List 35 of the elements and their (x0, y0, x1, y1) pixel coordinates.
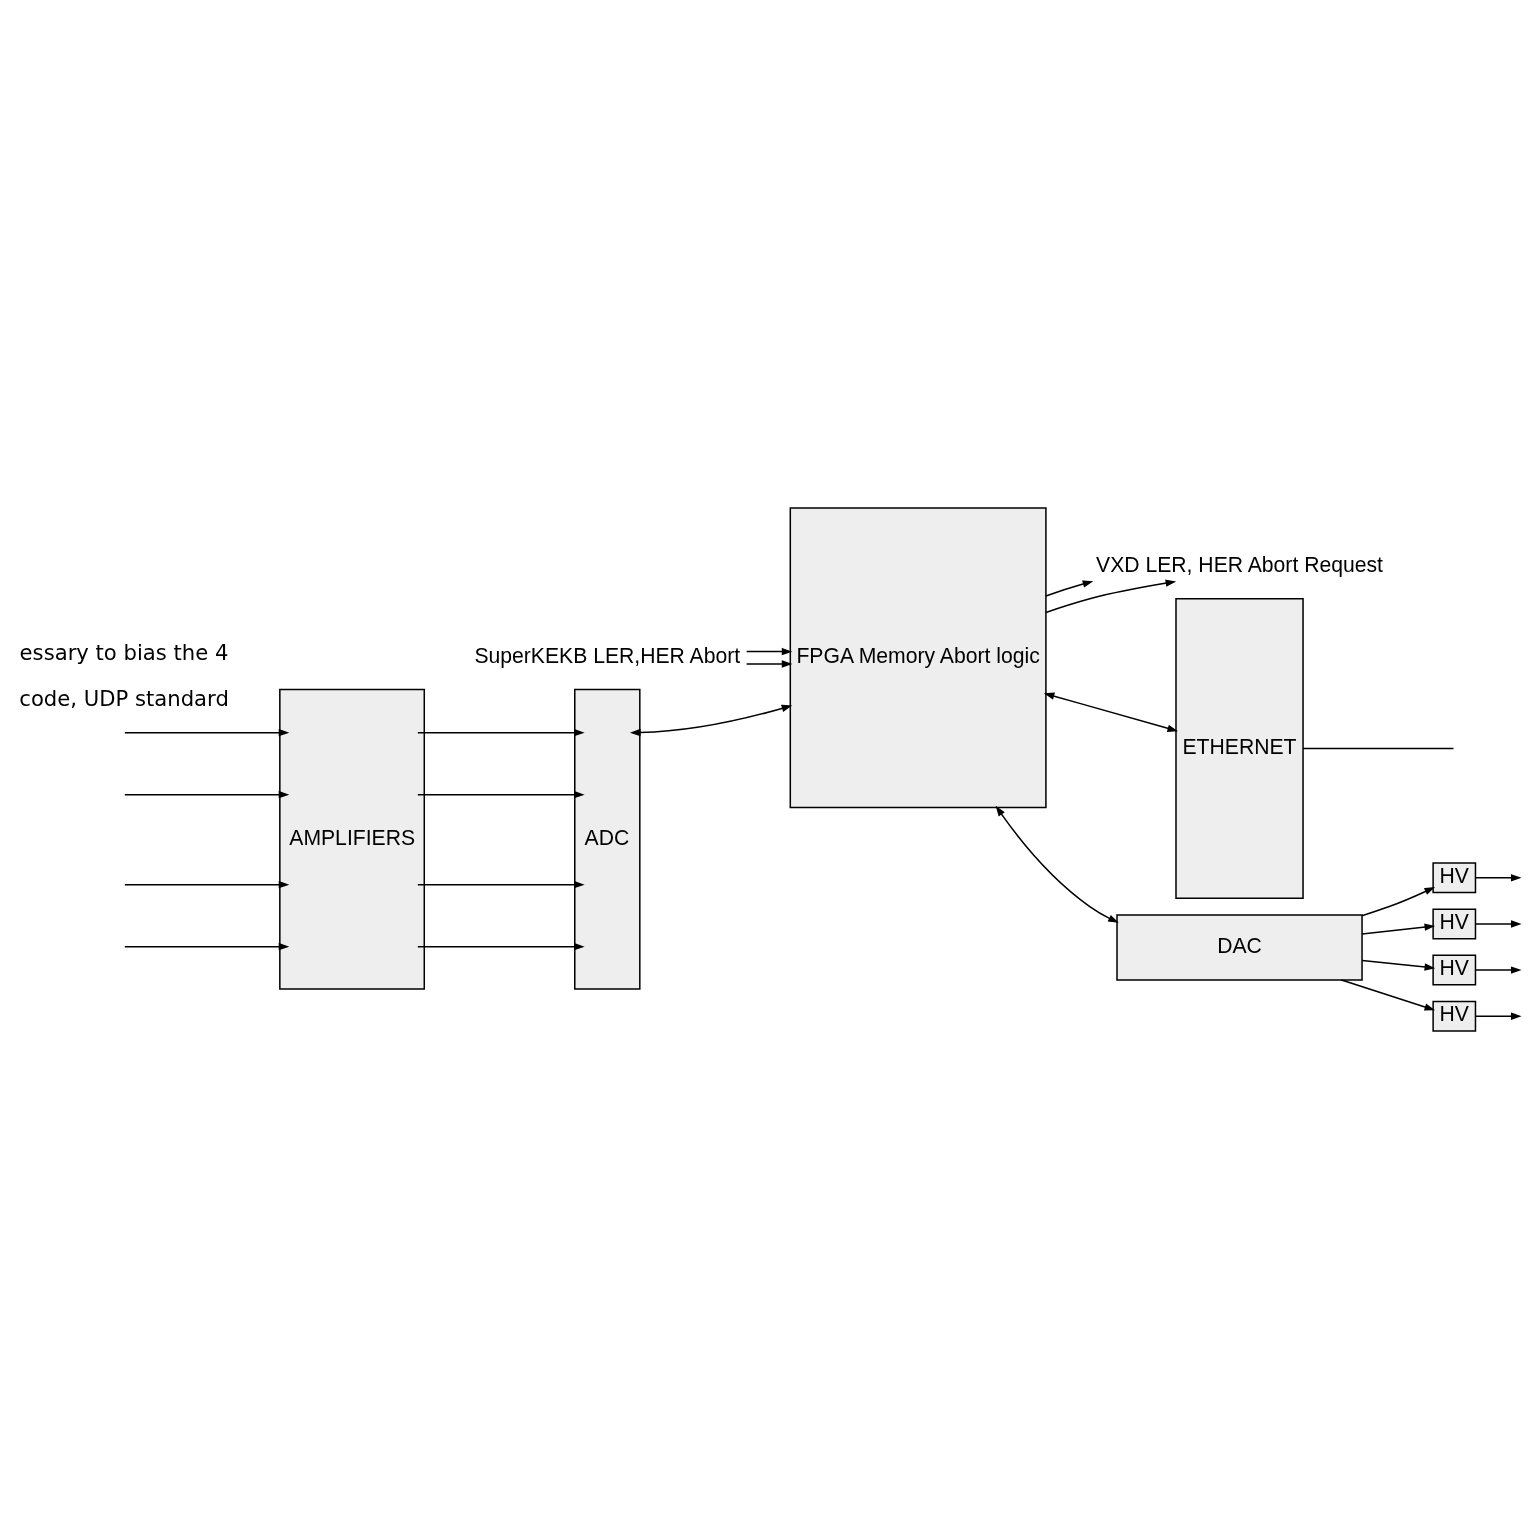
arrow (1045, 580, 1094, 597)
arrow (995, 805, 1119, 923)
node-text: SuperKEKB LER,HER Abort (474, 643, 741, 667)
arrow (1361, 959, 1436, 971)
arrow (124, 790, 290, 799)
node-box: ETHERNET (1175, 598, 1304, 899)
arrow (1340, 979, 1436, 1011)
node-box: DAC (1116, 914, 1363, 981)
arrow (745, 647, 793, 656)
arrow (417, 880, 585, 889)
node-text: VXD LER, HER Abort Request (1096, 553, 1383, 577)
arrow (417, 942, 585, 951)
arrow (1475, 920, 1522, 928)
connector (1302, 747, 1455, 750)
arrow (1045, 579, 1177, 614)
arrow (124, 728, 290, 737)
arrow (1475, 966, 1522, 974)
arrow (417, 728, 585, 737)
node-box: HV (1432, 1000, 1477, 1032)
arrow (629, 704, 793, 737)
node-box: FPGA Memory Abort logic (789, 507, 1047, 809)
arrow (124, 942, 290, 951)
arrow (1361, 887, 1436, 917)
arrow (745, 660, 793, 668)
arrow (1361, 923, 1436, 935)
node-box: HV (1432, 954, 1477, 986)
arrow (1043, 692, 1179, 732)
label: essary to bias the 4 (19, 639, 229, 665)
arrow (124, 880, 290, 889)
node-box: HV (1432, 862, 1477, 894)
arrow (1475, 874, 1522, 882)
arrow (1475, 1012, 1522, 1020)
arrow (417, 790, 585, 799)
node-box: HV (1432, 908, 1477, 940)
label: code, UDP standard (19, 686, 229, 712)
